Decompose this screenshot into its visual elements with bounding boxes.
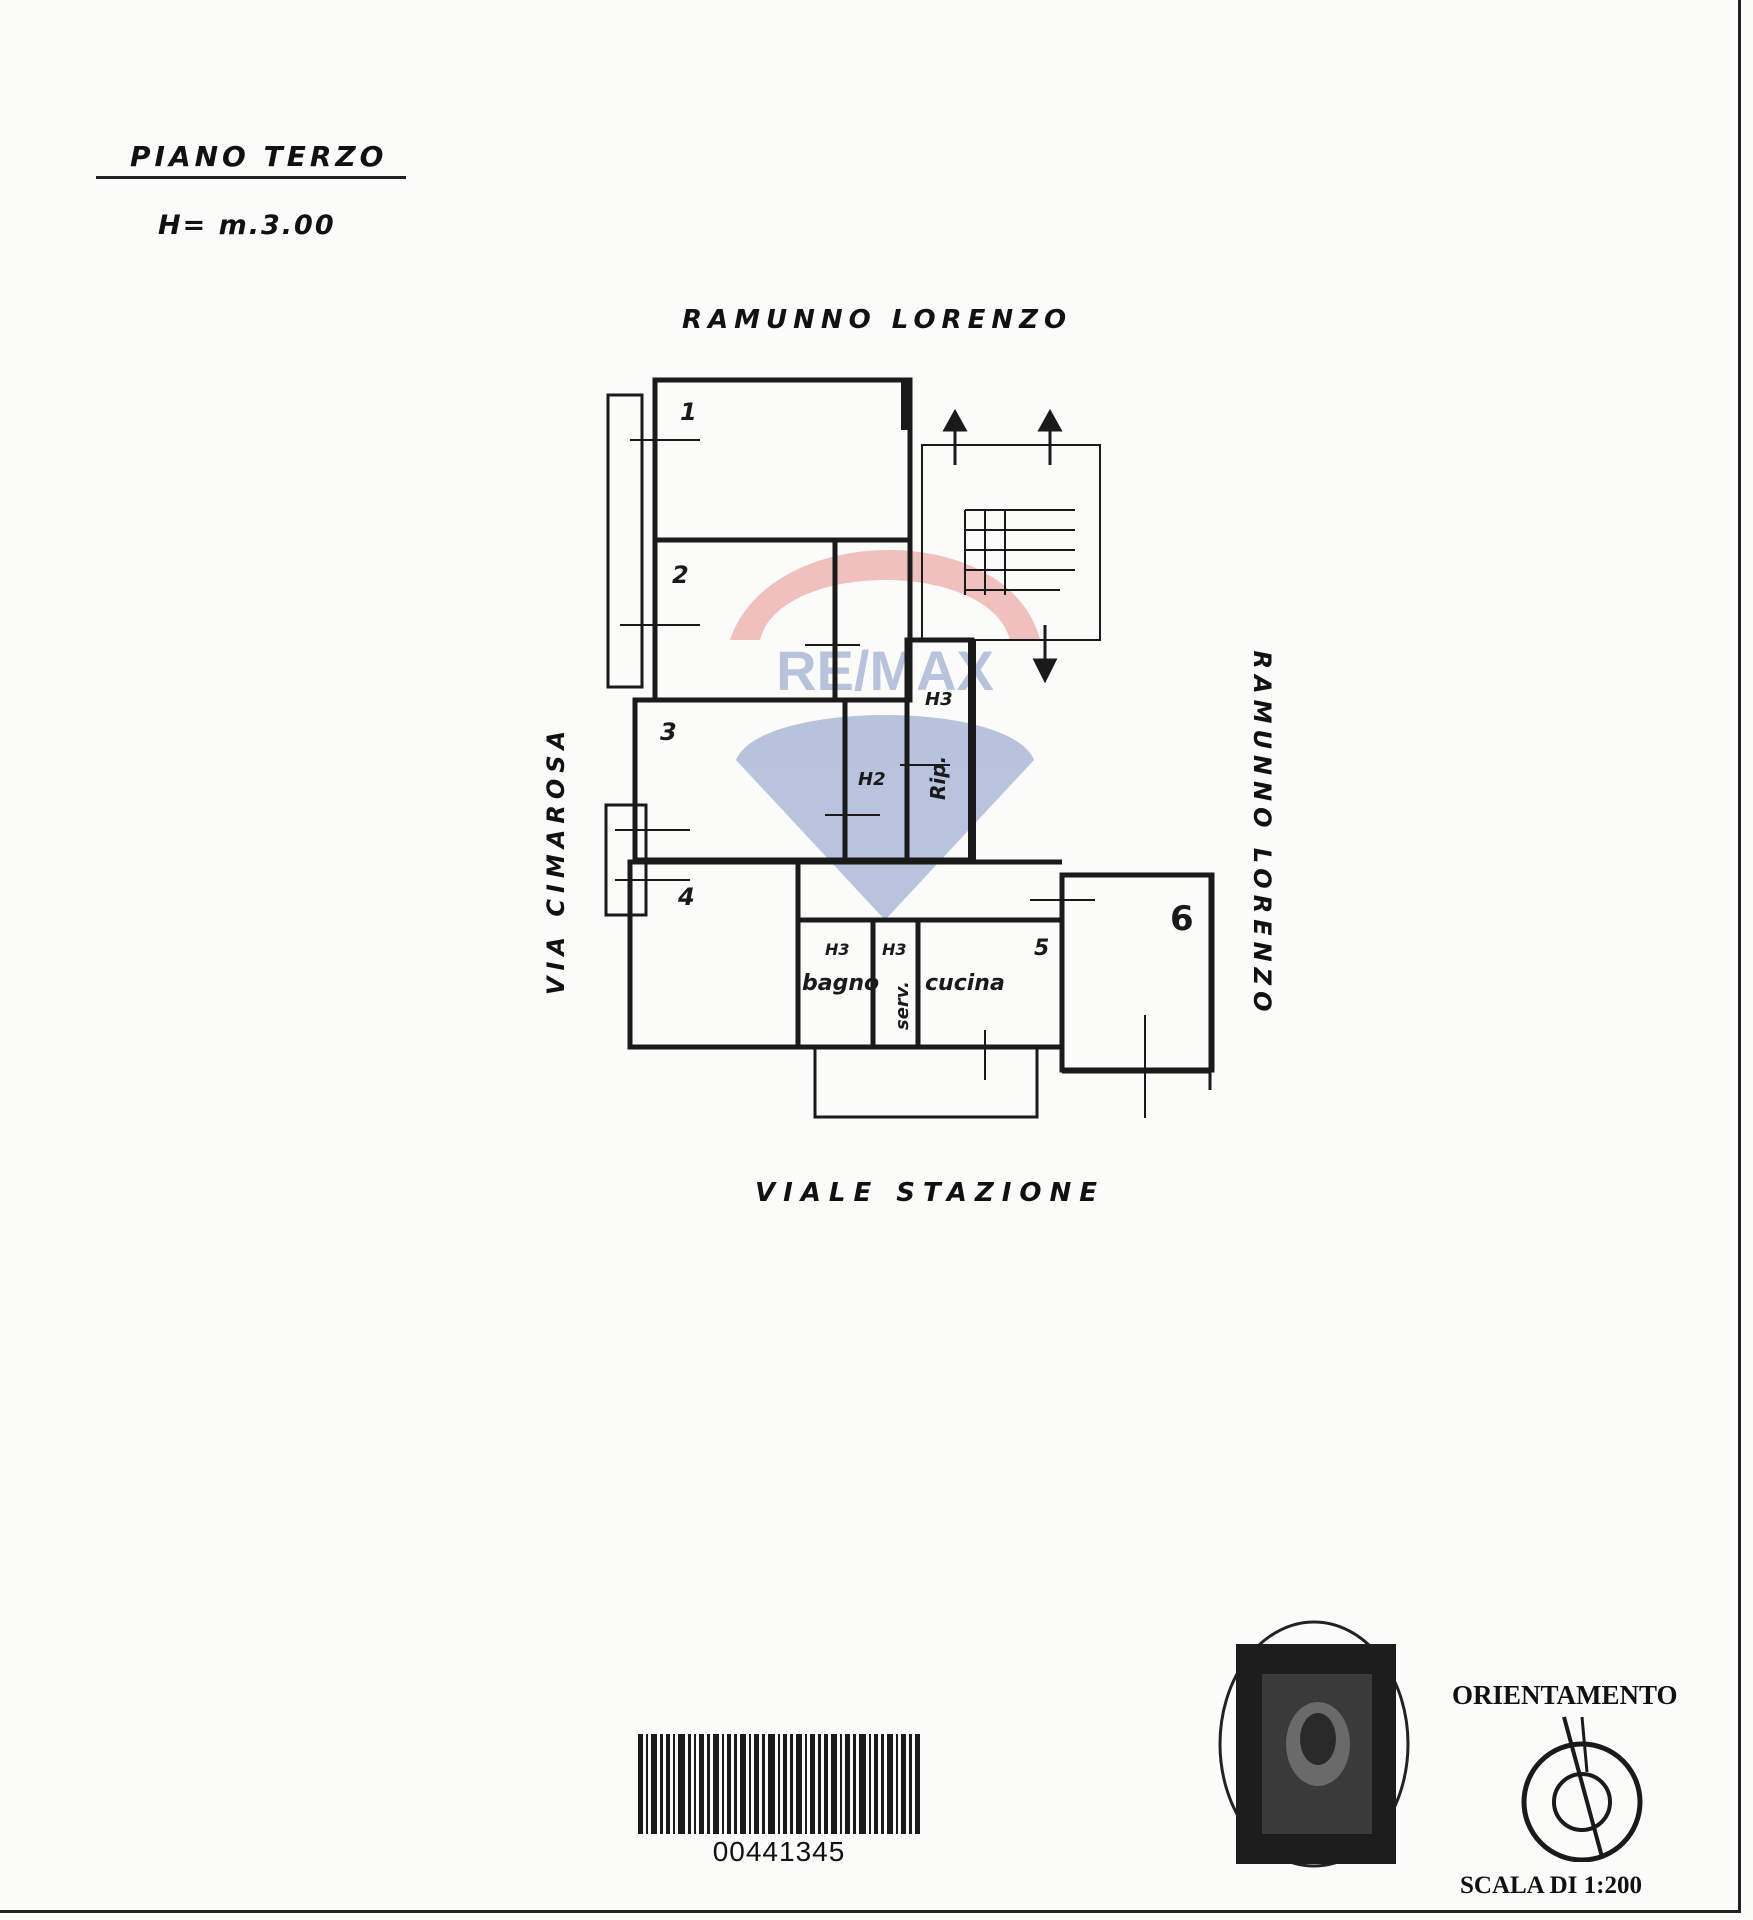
- balcony-bottom: [813, 1045, 1039, 1119]
- room-label-rip: Rip.: [926, 756, 950, 800]
- barcode-number: 00441345: [712, 1836, 846, 1867]
- street-label-bottom: VIALE STAZIONE: [755, 1178, 1106, 1208]
- room-label-2: 2: [672, 561, 689, 589]
- room-label-serv: serv.: [892, 981, 913, 1030]
- room-label-3: 3: [660, 718, 677, 746]
- room-label-1: 1: [680, 398, 697, 426]
- balcony-left-top: [606, 393, 644, 689]
- title-underline: [96, 176, 406, 179]
- height-mark-bagno: H3: [825, 940, 850, 959]
- door-marks: [615, 439, 1146, 1118]
- room-4-walls: [627, 859, 801, 1050]
- stair-treads: [964, 509, 1075, 595]
- floor-title: PIANO TERZO: [130, 140, 388, 173]
- arrow-marks: [942, 408, 1063, 684]
- room-label-6: 6: [1170, 899, 1194, 939]
- room-label-bagno: bagno: [802, 971, 879, 996]
- compass-icon: [1521, 1716, 1643, 1862]
- stair-block: [921, 444, 1101, 641]
- scale-label: SCALA DI 1:200: [1460, 1872, 1642, 1899]
- watermark-text: RE/MAX: [776, 639, 994, 702]
- room-label-4: 4: [677, 883, 695, 911]
- street-label-top: RAMUNNO LORENZO: [682, 305, 1073, 335]
- height-mark-serv: H3: [882, 940, 907, 959]
- height-mark-rip: H3: [925, 689, 953, 710]
- watermark-logo: RE/MAX: [730, 550, 1040, 920]
- room-label-cucina: cucina: [925, 971, 1005, 996]
- barcode: [638, 1734, 920, 1834]
- sheet-border-right: [1738, 0, 1741, 1912]
- room-label-5: 5: [1034, 936, 1049, 961]
- orientation-label: ORIENTAMENTO: [1452, 1680, 1678, 1710]
- ceiling-height: H= m.3.00: [158, 210, 336, 241]
- height-mark-corridor: H2: [858, 769, 886, 790]
- sheet-border-bottom: [0, 1910, 1741, 1913]
- watermark-blue-shield: [736, 715, 1034, 920]
- watermark-red-arc: [730, 550, 1040, 640]
- walls: [604, 377, 1215, 1119]
- revenue-stamp: [1218, 1620, 1410, 1868]
